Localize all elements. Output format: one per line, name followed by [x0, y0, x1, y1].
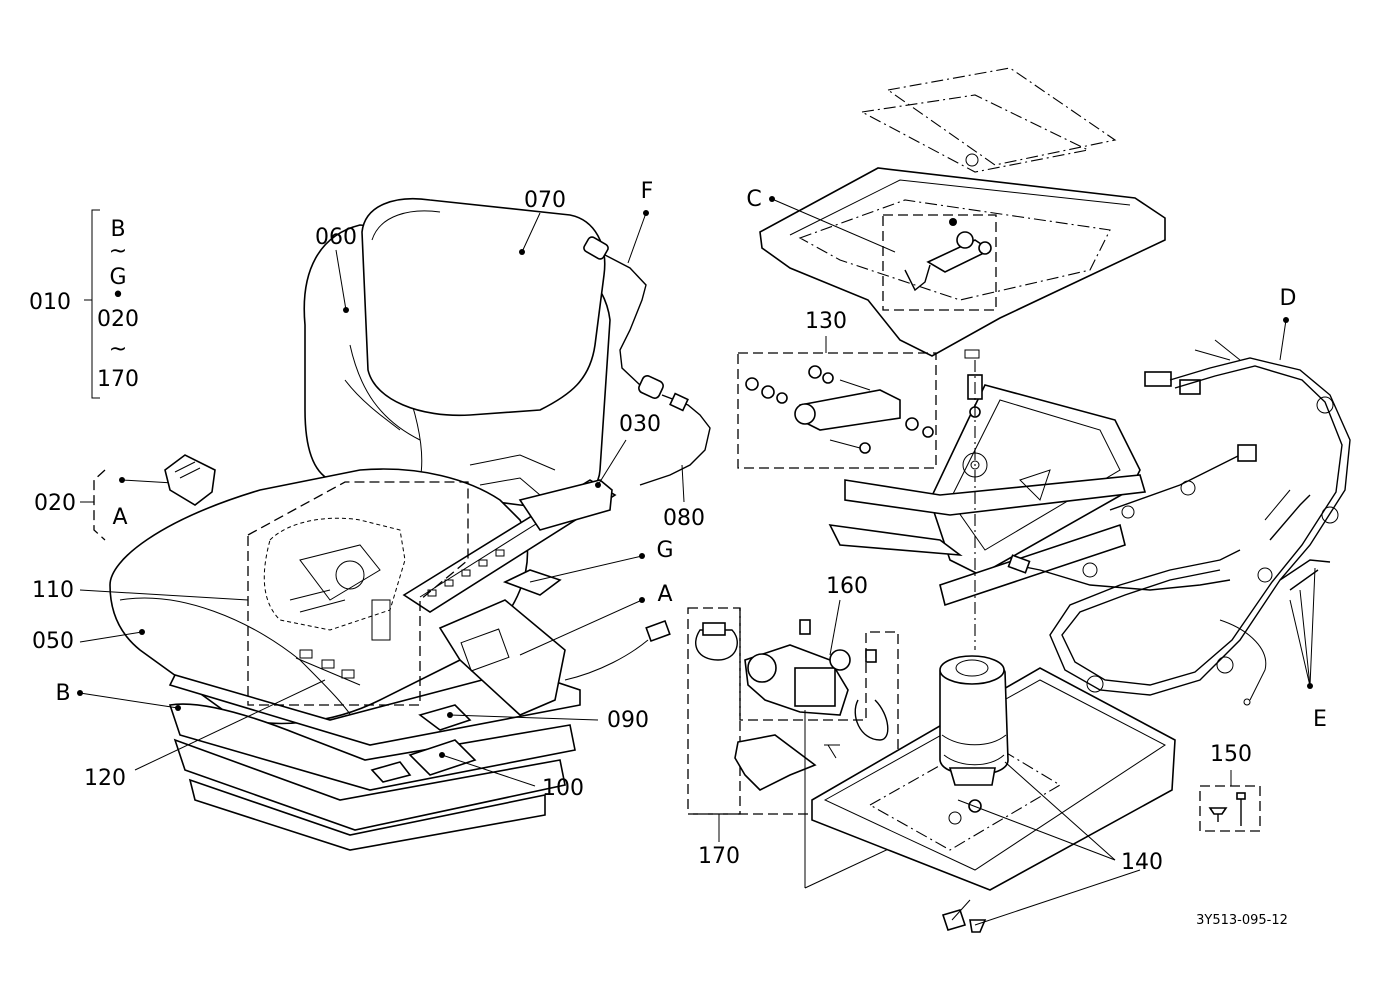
label-f: F	[641, 179, 654, 204]
label-110: 110	[32, 578, 74, 603]
range-from-letter: B	[110, 217, 125, 242]
diagram-code: 3Y513-095-12	[1196, 913, 1288, 928]
label-c: C	[746, 187, 761, 212]
label-080: 080	[663, 506, 705, 531]
label-050: 050	[32, 629, 74, 654]
range-from-number: 020	[97, 307, 139, 332]
label-a-bracket: A	[112, 505, 127, 530]
seat-base-c: C	[746, 67, 1166, 359]
lower-base: 140	[811, 655, 1176, 933]
label-e: E	[1313, 707, 1327, 732]
label-a-seat: A	[657, 582, 672, 607]
label-g-seat: G	[656, 538, 673, 563]
bolt-set-150: 150	[1199, 742, 1261, 832]
label-120: 120	[84, 766, 126, 791]
label-100: 100	[542, 776, 584, 801]
latch-part	[904, 218, 992, 292]
scissor-frame	[828, 360, 1147, 650]
shock-absorber-130: 130	[737, 309, 937, 469]
compressor-group: 160 170	[687, 574, 956, 889]
range-to-letter: G	[109, 265, 126, 290]
lumbar-mechanism	[263, 517, 406, 641]
label-060: 060	[315, 225, 357, 250]
label-090: 090	[607, 708, 649, 733]
range-tilde-1: ~	[109, 239, 127, 264]
range-tilde-2: ~	[109, 337, 127, 362]
label-020: 020	[34, 491, 76, 516]
label-170: 170	[698, 844, 740, 869]
leaders-left: 060 070 F 030 080 G A 110 050 B	[32, 179, 705, 801]
label-d: D	[1280, 286, 1297, 311]
range-to-number: 170	[97, 367, 139, 392]
air-spring	[939, 655, 1009, 786]
bracket-010: B ~ G • 020 ~ 170 010	[29, 209, 139, 399]
seat-assembly	[109, 198, 711, 851]
small-parts-120	[295, 649, 361, 686]
label-150: 150	[1210, 742, 1252, 767]
label-160: 160	[826, 574, 868, 599]
seat-belt	[583, 236, 711, 486]
buckle-part	[164, 454, 216, 506]
wire-harness: D E	[1007, 286, 1351, 732]
label-140: 140	[1121, 850, 1163, 875]
label-010: 010	[29, 290, 71, 315]
range-separator: •	[112, 283, 125, 308]
label-070: 070	[524, 188, 566, 213]
bracket-020: 020 A	[34, 469, 191, 541]
label-b-seat: B	[55, 681, 70, 706]
label-130: 130	[805, 309, 847, 334]
label-030: 030	[619, 412, 661, 437]
